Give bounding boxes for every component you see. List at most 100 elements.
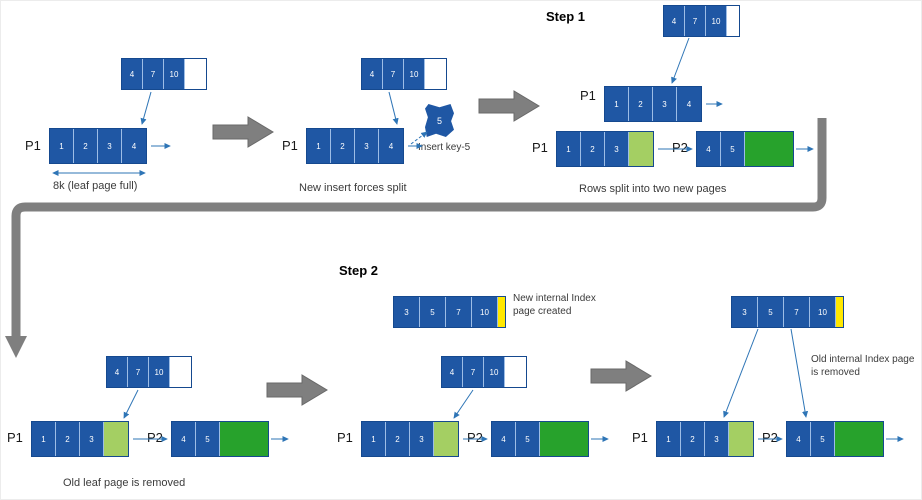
internal-to-p1-arrow: [723, 328, 759, 418]
page-cell: 10: [472, 297, 498, 327]
page-cell: 4: [107, 357, 128, 387]
free-cell: [185, 59, 206, 89]
insert-key-label: Insert key-5: [418, 142, 471, 153]
free-space-green: [745, 132, 793, 166]
page-cell: 4: [787, 422, 811, 456]
index-page: 4 7 10: [663, 5, 740, 37]
page-cell: 4: [122, 59, 143, 89]
page-cell: 4: [122, 129, 146, 163]
page-cell: 1: [605, 87, 629, 121]
free-cell: [727, 6, 739, 36]
page-cell: 1: [557, 132, 581, 166]
p1-label: P1: [282, 138, 298, 153]
internal-index-page-new: 3 5 7 10: [731, 296, 844, 328]
step2-title: Step 2: [339, 263, 379, 278]
page-cell: 10: [810, 297, 836, 327]
page-cell: 4: [664, 6, 685, 36]
page-cell: 3: [605, 132, 629, 166]
index-page: 4 7 10: [361, 58, 447, 90]
index-page: 4 7 10: [121, 58, 207, 90]
free-cell-green: [729, 422, 753, 456]
free-cell-green: [434, 422, 458, 456]
page-cell: 1: [362, 422, 386, 456]
free-cell-green: [104, 422, 128, 456]
page-cell: 2: [629, 87, 653, 121]
leaf-page-p1-new: 1 2 3: [556, 131, 654, 167]
step1-title: Step 1: [546, 9, 586, 24]
page-cell: 7: [463, 357, 484, 387]
page-cell: 2: [74, 129, 98, 163]
free-space-green: [835, 422, 883, 456]
page-cell: 4: [172, 422, 196, 456]
next-step-block-arrow: [266, 374, 328, 406]
page-cell: 2: [386, 422, 410, 456]
page-cell: 10: [404, 59, 425, 89]
leaf-page-p2-new: 4 5: [171, 421, 269, 457]
page-cell: 7: [143, 59, 164, 89]
page-cell: 7: [446, 297, 472, 327]
free-space-green: [220, 422, 268, 456]
insert-key-blob: 5: [425, 104, 454, 137]
next-step-block-arrow: [478, 90, 540, 122]
page-cell: 5: [721, 132, 745, 166]
free-space-green: [540, 422, 588, 456]
internal-to-p2-arrow: [790, 328, 809, 418]
free-cell: [170, 357, 191, 387]
free-cell: [505, 357, 526, 387]
page-cell: 5: [420, 297, 446, 327]
blob-value: 5: [436, 115, 442, 126]
page-cell: 3: [705, 422, 729, 456]
caption-insert-split: New insert forces split: [299, 182, 407, 194]
page-cell: 10: [164, 59, 185, 89]
page-cell: 1: [657, 422, 681, 456]
page-cell: 1: [32, 422, 56, 456]
page-cell: 4: [677, 87, 701, 121]
index-to-leaf-arrow: [140, 91, 152, 125]
page-cell: 7: [685, 6, 706, 36]
page-cell: 3: [355, 129, 379, 163]
page-cell: 7: [784, 297, 810, 327]
page-cell: 5: [758, 297, 784, 327]
p1-label: P1: [632, 430, 648, 445]
p2-label: P2: [672, 140, 688, 155]
page-cell: 4: [362, 59, 383, 89]
index-page: 4 7 10: [441, 356, 527, 388]
page-cell: 10: [706, 6, 727, 36]
page-cell: 4: [442, 357, 463, 387]
leaf-page-p1-new: 1 2 3: [361, 421, 459, 457]
p1-label: P1: [532, 140, 548, 155]
page-cell: 2: [331, 129, 355, 163]
p1-label: P1: [25, 138, 41, 153]
index-to-leaf-arrow: [388, 91, 399, 125]
free-cell-yellow: [498, 297, 505, 327]
leaf-page-p1-new: 1 2 3: [656, 421, 754, 457]
page-cell: 4: [379, 129, 403, 163]
page-cell: 4: [697, 132, 721, 166]
caption-new-internal: New internal Index page created: [513, 293, 596, 317]
leaf-page-p2-new: 4 5: [696, 131, 794, 167]
free-cell-green: [629, 132, 653, 166]
caption-old-internal-removed: Old internal Index page is removed: [811, 354, 915, 378]
index-to-leaf-arrow: [123, 389, 139, 419]
next-step-block-arrow: [590, 360, 652, 392]
page-cell: 1: [307, 129, 331, 163]
page-cell: 3: [394, 297, 420, 327]
p2-label: P2: [762, 430, 778, 445]
page-cell: 5: [811, 422, 835, 456]
page-cell: 7: [128, 357, 149, 387]
internal-index-page-new: 3 5 7 10: [393, 296, 506, 328]
page-cell: 5: [516, 422, 540, 456]
leaf-page-p1: 1 2 3 4: [49, 128, 147, 164]
p1-label: P1: [580, 88, 596, 103]
caption-leaf-full: 8k (leaf page full): [53, 180, 138, 192]
caption-old-leaf-removed: Old leaf page is removed: [63, 477, 186, 489]
page-cell: 3: [653, 87, 677, 121]
page-cell: 7: [383, 59, 404, 89]
index-page: 4 7 10: [106, 356, 192, 388]
page-cell: 3: [80, 422, 104, 456]
index-to-leaf-arrow: [453, 389, 474, 419]
caption-rows-split: Rows split into two new pages: [579, 183, 727, 195]
page-cell: 3: [98, 129, 122, 163]
page-cell: 1: [50, 129, 74, 163]
